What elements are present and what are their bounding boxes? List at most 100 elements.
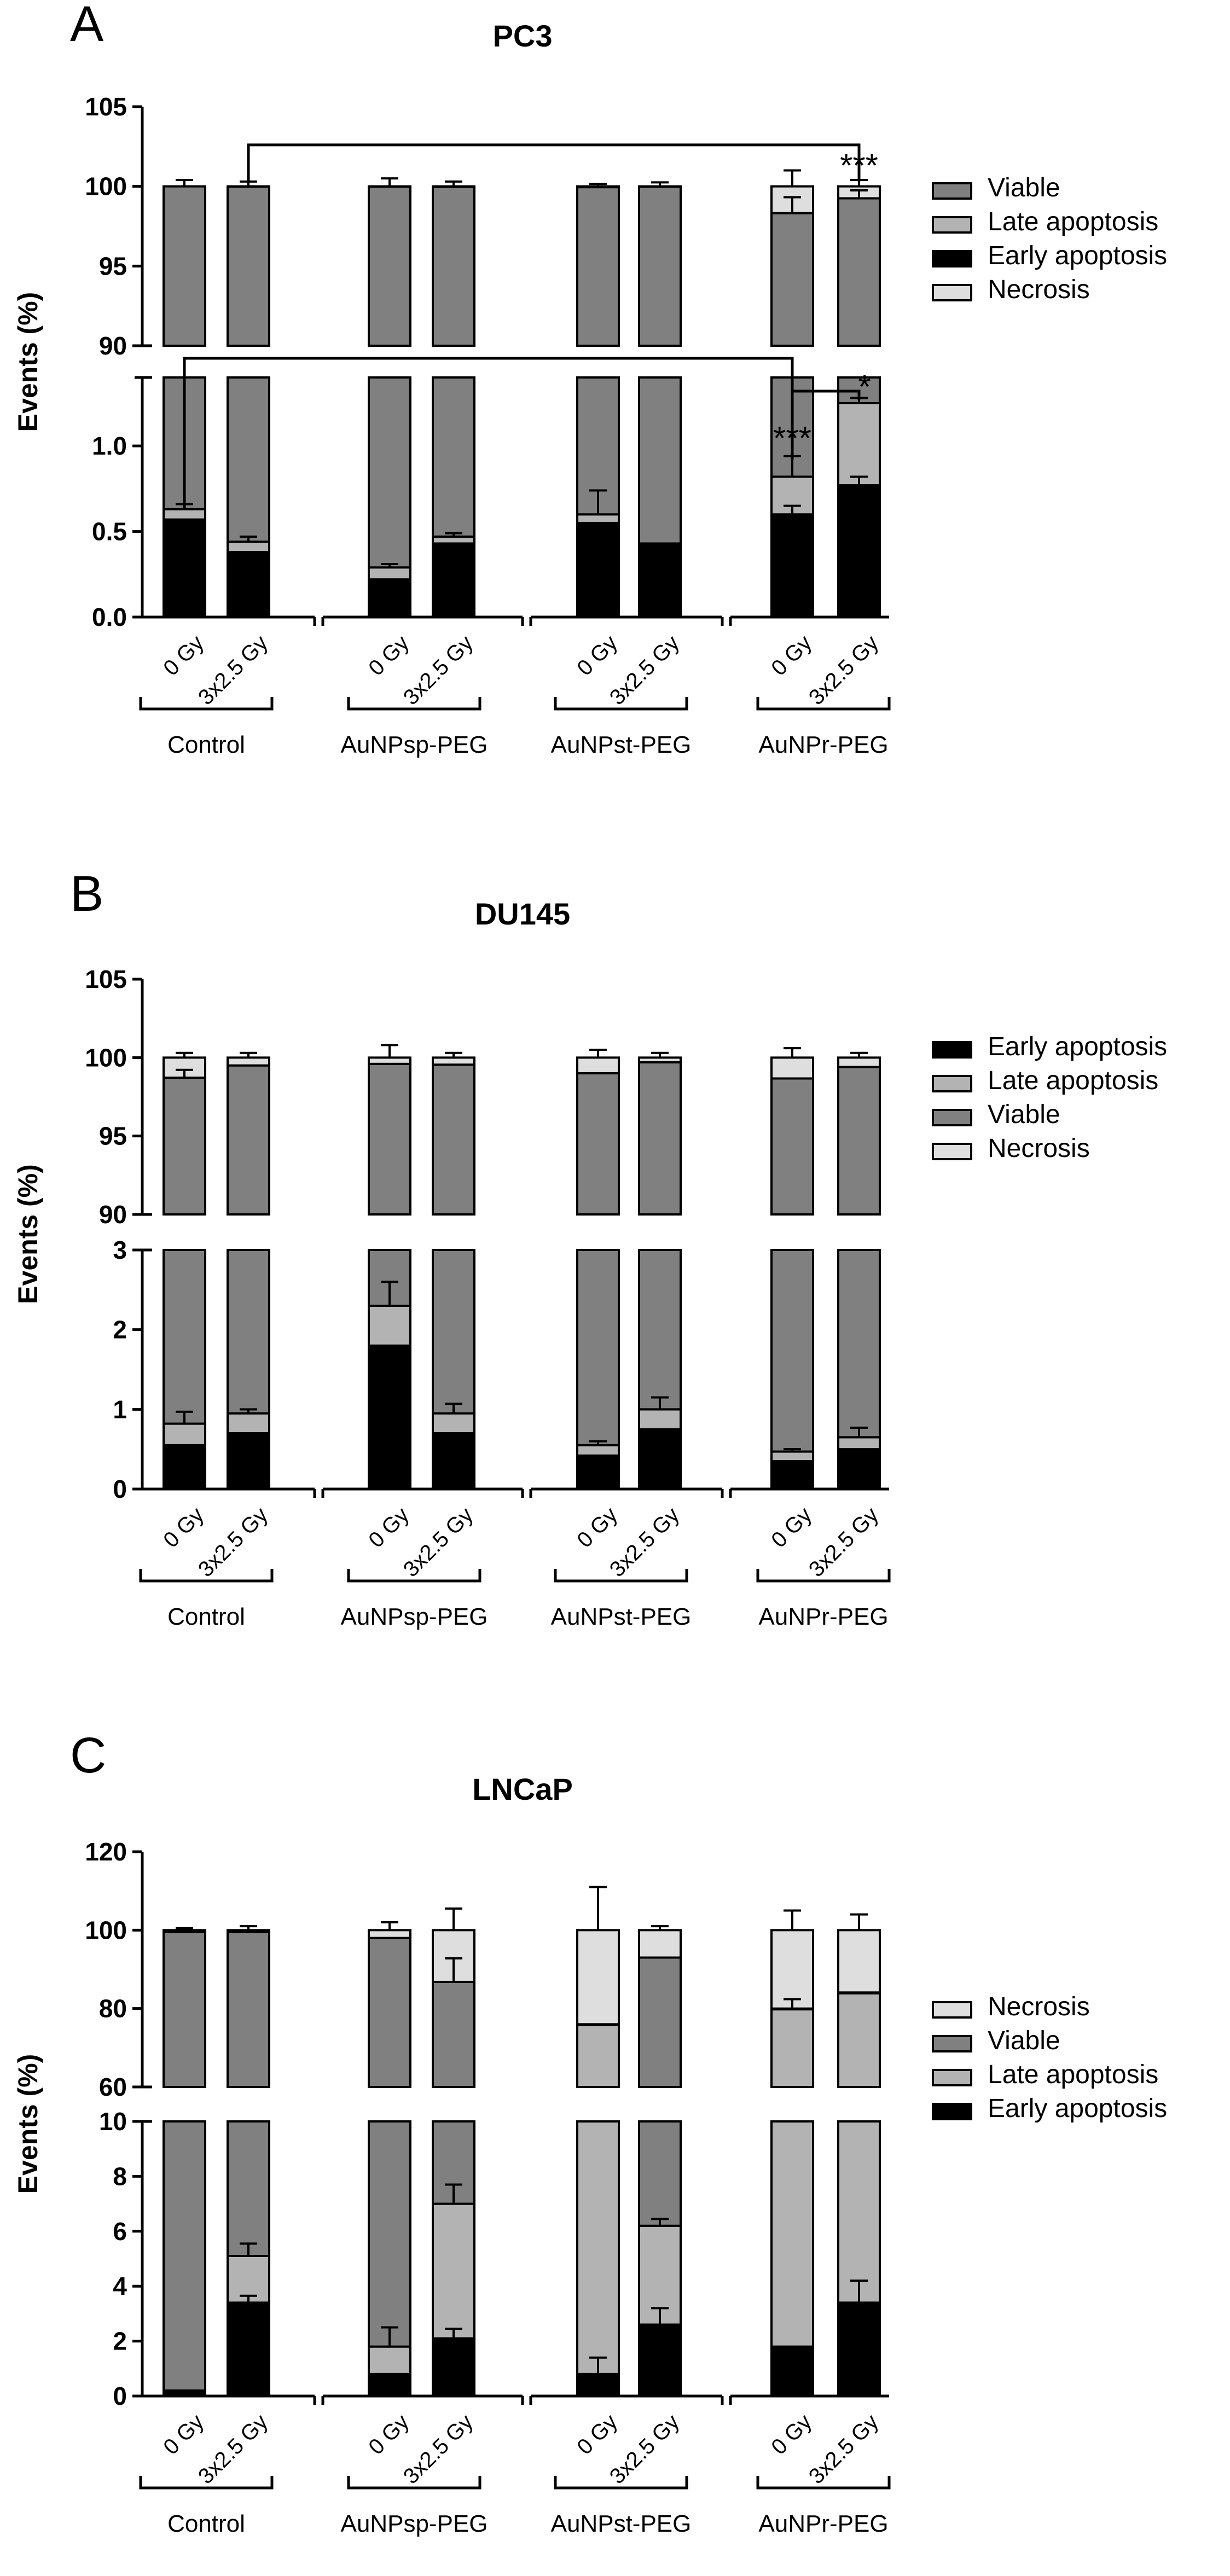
bar-late-apoptosis-3 — [432, 1412, 475, 1435]
y-tick-label: 105 — [85, 965, 127, 993]
bar-viable-2 — [368, 1062, 411, 1216]
bar-viable-1 — [227, 1249, 270, 1415]
bar-necrosis-6 — [770, 1929, 814, 2010]
bar-viable-5 — [638, 1061, 682, 1216]
error-bar-15 — [784, 1047, 801, 1058]
error-bar-15 — [589, 1886, 607, 1930]
legend-swatch-late-apoptosis — [932, 1075, 972, 1092]
error-bar-16 — [850, 1051, 868, 1058]
error-bar-8 — [176, 1068, 193, 1078]
bar-viable-6 — [770, 212, 814, 347]
y-tick-label: 120 — [85, 1837, 127, 1866]
bar-early-apoptosis-6 — [770, 1460, 814, 1490]
bar-necrosis-1 — [227, 1056, 270, 1067]
significance-bracket-1 — [183, 357, 794, 509]
y-tick-label: 90 — [99, 332, 127, 360]
bar-necrosis-0 — [163, 1929, 206, 1933]
group-label: Control — [167, 1603, 245, 1630]
bar-necrosis-1 — [227, 1929, 270, 1933]
error-bar-1 — [240, 1408, 257, 1414]
bar-early-apoptosis-2 — [368, 1344, 411, 1491]
error-bar-14 — [651, 1051, 669, 1058]
error-bar-11 — [176, 1927, 193, 1930]
bar-viable-2 — [368, 2120, 411, 2348]
bar-viable-5 — [638, 185, 682, 347]
bar-viable-1 — [227, 1930, 270, 2089]
bar-viable-5 — [638, 2120, 682, 2227]
bar-late-apoptosis-7 — [837, 1992, 881, 2088]
chart-title: LNCaP — [472, 1772, 573, 1806]
bar-viable-2 — [368, 1937, 411, 2089]
bar-late-apoptosis-2 — [368, 2345, 411, 2375]
error-bar-16 — [651, 1925, 669, 1930]
chart-title: DU145 — [475, 897, 570, 931]
group-bracket-aunpr-peg — [756, 697, 891, 711]
bar-viable-7 — [837, 1249, 881, 1439]
legend-swatch-early-apoptosis — [932, 1041, 972, 1059]
bar-viable-0 — [163, 185, 206, 347]
error-bar-9 — [784, 196, 801, 213]
bar-viable-4 — [576, 186, 620, 347]
y-axis-label: Events (%) — [13, 292, 43, 432]
bar-viable-5 — [638, 1249, 682, 1411]
error-bar-8 — [651, 2218, 669, 2226]
group-bracket-aunpr-peg — [756, 2476, 891, 2490]
legend-label: Early apoptosis — [988, 241, 1167, 270]
panel-letter: A — [70, 0, 104, 52]
error-bar-0 — [176, 1410, 193, 1424]
bar-necrosis-5 — [638, 1929, 682, 1959]
bar-late-apoptosis-7 — [837, 402, 881, 487]
legend-label: Late apoptosis — [988, 207, 1158, 236]
bar-necrosis-3 — [432, 1056, 475, 1066]
legend-swatch-viable — [932, 2035, 972, 2052]
error-bar-11 — [381, 1044, 398, 1058]
error-bar-4 — [589, 1440, 607, 1445]
bar-viable-3 — [432, 1063, 475, 1216]
error-bar-6 — [589, 489, 607, 515]
legend-label: Early apoptosis — [988, 2094, 1167, 2123]
bar-early-apoptosis-7 — [837, 2301, 881, 2397]
group-label: AuNPsp-PEG — [341, 1603, 488, 1630]
y-tick-label: 3 — [113, 1236, 127, 1264]
legend-swatch-viable — [932, 182, 972, 200]
error-bar-9 — [176, 1051, 193, 1058]
group-bracket-aunpst-peg — [554, 2476, 688, 2490]
group-bracket-aunpsp-peg — [347, 1569, 481, 1583]
error-bar-4 — [850, 2280, 868, 2303]
y-tick-label: 10 — [99, 2107, 127, 2136]
y-tick-label: 6 — [113, 2217, 127, 2246]
y-tick-label: 0 — [113, 1475, 127, 1503]
bar-early-apoptosis-4 — [576, 1454, 620, 1491]
group-bracket-aunpr-peg — [756, 1569, 891, 1583]
y-axis-label: Events (%) — [13, 1164, 43, 1304]
bar-viable-1 — [227, 185, 270, 347]
bar-early-apoptosis-0 — [163, 518, 206, 619]
y-tick-label: 8 — [113, 2162, 127, 2190]
significance-label: *** — [840, 147, 878, 184]
group-bracket-aunpsp-peg — [347, 697, 481, 711]
bar-necrosis-4 — [576, 1929, 620, 2026]
error-bar-12 — [445, 1051, 462, 1058]
bar-early-apoptosis-1 — [227, 551, 270, 618]
error-bar-9 — [445, 1957, 462, 1982]
error-bar-17 — [784, 1909, 801, 1930]
bar-viable-5 — [638, 376, 682, 545]
error-bar-16 — [651, 181, 669, 187]
y-tick-label: 95 — [99, 252, 127, 280]
x-axis — [142, 1487, 889, 1498]
bar-early-apoptosis-1 — [227, 1432, 270, 1491]
error-bar-5 — [445, 532, 462, 537]
legend-swatch-viable — [932, 1109, 972, 1126]
bar-necrosis-6 — [770, 1056, 814, 1080]
legend-swatch-necrosis — [932, 2001, 972, 2019]
error-bar-17 — [784, 169, 801, 187]
bar-late-apoptosis-0 — [163, 508, 206, 521]
bar-late-apoptosis-7 — [837, 2120, 881, 2304]
legend-swatch-necrosis — [932, 1143, 972, 1160]
bar-viable-6 — [770, 1077, 814, 1216]
group-label: AuNPsp-PEG — [341, 2510, 488, 2537]
bar-necrosis-4 — [576, 1056, 620, 1075]
error-bar-2 — [381, 1281, 398, 1306]
error-bar-2 — [589, 2356, 607, 2374]
error-bar-10 — [784, 1998, 801, 2009]
